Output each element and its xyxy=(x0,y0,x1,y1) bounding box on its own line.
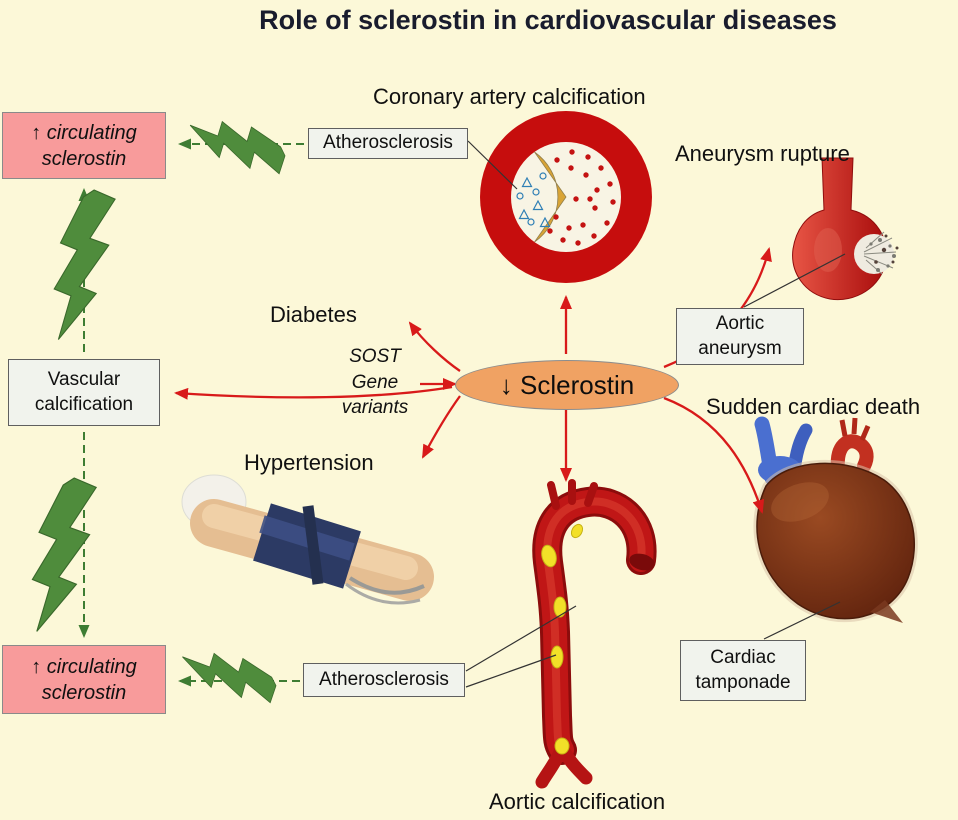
lightning-bolt-icon xyxy=(31,477,98,632)
sclerostin-node: ↓ Sclerostin xyxy=(455,360,679,410)
plaque-particles xyxy=(516,172,551,228)
caption-coronary-artery-calcification: Coronary artery calcification xyxy=(373,84,646,109)
circulating-sclerostin-top-box: ↑ circulating sclerostin xyxy=(2,112,166,179)
lumen-dots xyxy=(547,149,616,246)
lightning-bolts xyxy=(31,120,286,704)
caption-aortic-calcification: Aortic calcification xyxy=(489,789,666,814)
circulating-sclerostin-bottom-box: ↑ circulating sclerostin xyxy=(2,645,166,714)
caption-sudden-cardiac-death: Sudden cardiac death xyxy=(706,394,921,419)
diagram-title: Role of sclerostin in cardiovascular dis… xyxy=(259,5,837,35)
atherosclerosis-bottom-box: Atherosclerosis xyxy=(303,663,465,697)
lightning-bolt-icon xyxy=(53,189,116,340)
lightning-bolt-icon xyxy=(189,120,286,175)
arrow-to-heart xyxy=(663,396,765,514)
arrow-to-vascular-calcification xyxy=(174,385,453,400)
arrow-to-hypertension xyxy=(421,395,461,459)
label-connectors xyxy=(465,140,846,688)
calcification-patches xyxy=(541,523,584,755)
connector-aortic-aneurysm xyxy=(743,253,846,308)
blood-pressure-cuff-icon xyxy=(181,474,434,605)
aorta-icon xyxy=(532,479,657,789)
atherosclerosis-top-box: Atherosclerosis xyxy=(308,128,468,159)
aortic-aneurysm-box: Aortic aneurysm xyxy=(676,308,804,365)
vascular-calcification-box: Vascular calcification xyxy=(8,359,160,426)
caption-aneurysm-rupture: Aneurysm rupture xyxy=(675,141,850,166)
caption-hypertension: Hypertension xyxy=(244,450,374,475)
connector-atherosclerosis-bottom-2 xyxy=(465,654,557,688)
connector-cardiac-tamponade xyxy=(763,601,841,640)
heart-icon xyxy=(753,416,918,623)
arrow-to-diabetes xyxy=(408,321,461,372)
cardiac-tamponade-box: Cardiac tamponade xyxy=(680,640,806,701)
artery-cross-section-icon xyxy=(480,111,652,283)
lightning-bolt-icon xyxy=(182,652,277,704)
caption-sost-gene-variants: SOST Gene variants xyxy=(341,346,409,419)
aneurysm-icon xyxy=(792,157,899,301)
connector-atherosclerosis-top xyxy=(467,140,518,190)
rupture-spray xyxy=(854,231,899,275)
connector-atherosclerosis-bottom-1 xyxy=(465,605,577,672)
caption-diabetes: Diabetes xyxy=(270,302,357,327)
